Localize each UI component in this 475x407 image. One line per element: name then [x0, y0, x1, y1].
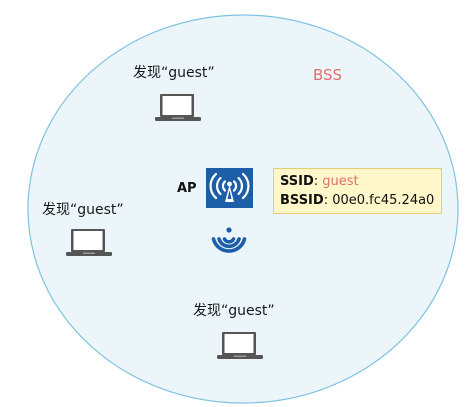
client-label-top: 发现“guest” — [133, 65, 215, 81]
bssid-value: 00e0.fc45.24a0 — [332, 193, 435, 208]
client-label-bottom: 发现“guest” — [193, 303, 275, 319]
bssid-key: BSSID — [280, 193, 324, 208]
bss-label: BSS — [313, 66, 343, 84]
ssid-value: guest — [322, 174, 359, 189]
access-point-icon — [206, 168, 253, 208]
laptop-icon — [217, 332, 263, 359]
ssid-info-box: SSID: guest BSSID: 00e0.fc45.24a0 — [273, 168, 443, 214]
ap-label: AP — [177, 181, 197, 196]
ssid-row: SSID: guest — [280, 174, 359, 189]
laptop-icon — [155, 94, 201, 121]
ssid-key: SSID — [280, 174, 314, 189]
client-label-left: 发现“guest” — [42, 202, 124, 218]
bssid-row: BSSID: 00e0.fc45.24a0 — [280, 193, 435, 208]
wifi-signal-icon — [211, 227, 247, 253]
laptop-icon — [66, 229, 112, 256]
